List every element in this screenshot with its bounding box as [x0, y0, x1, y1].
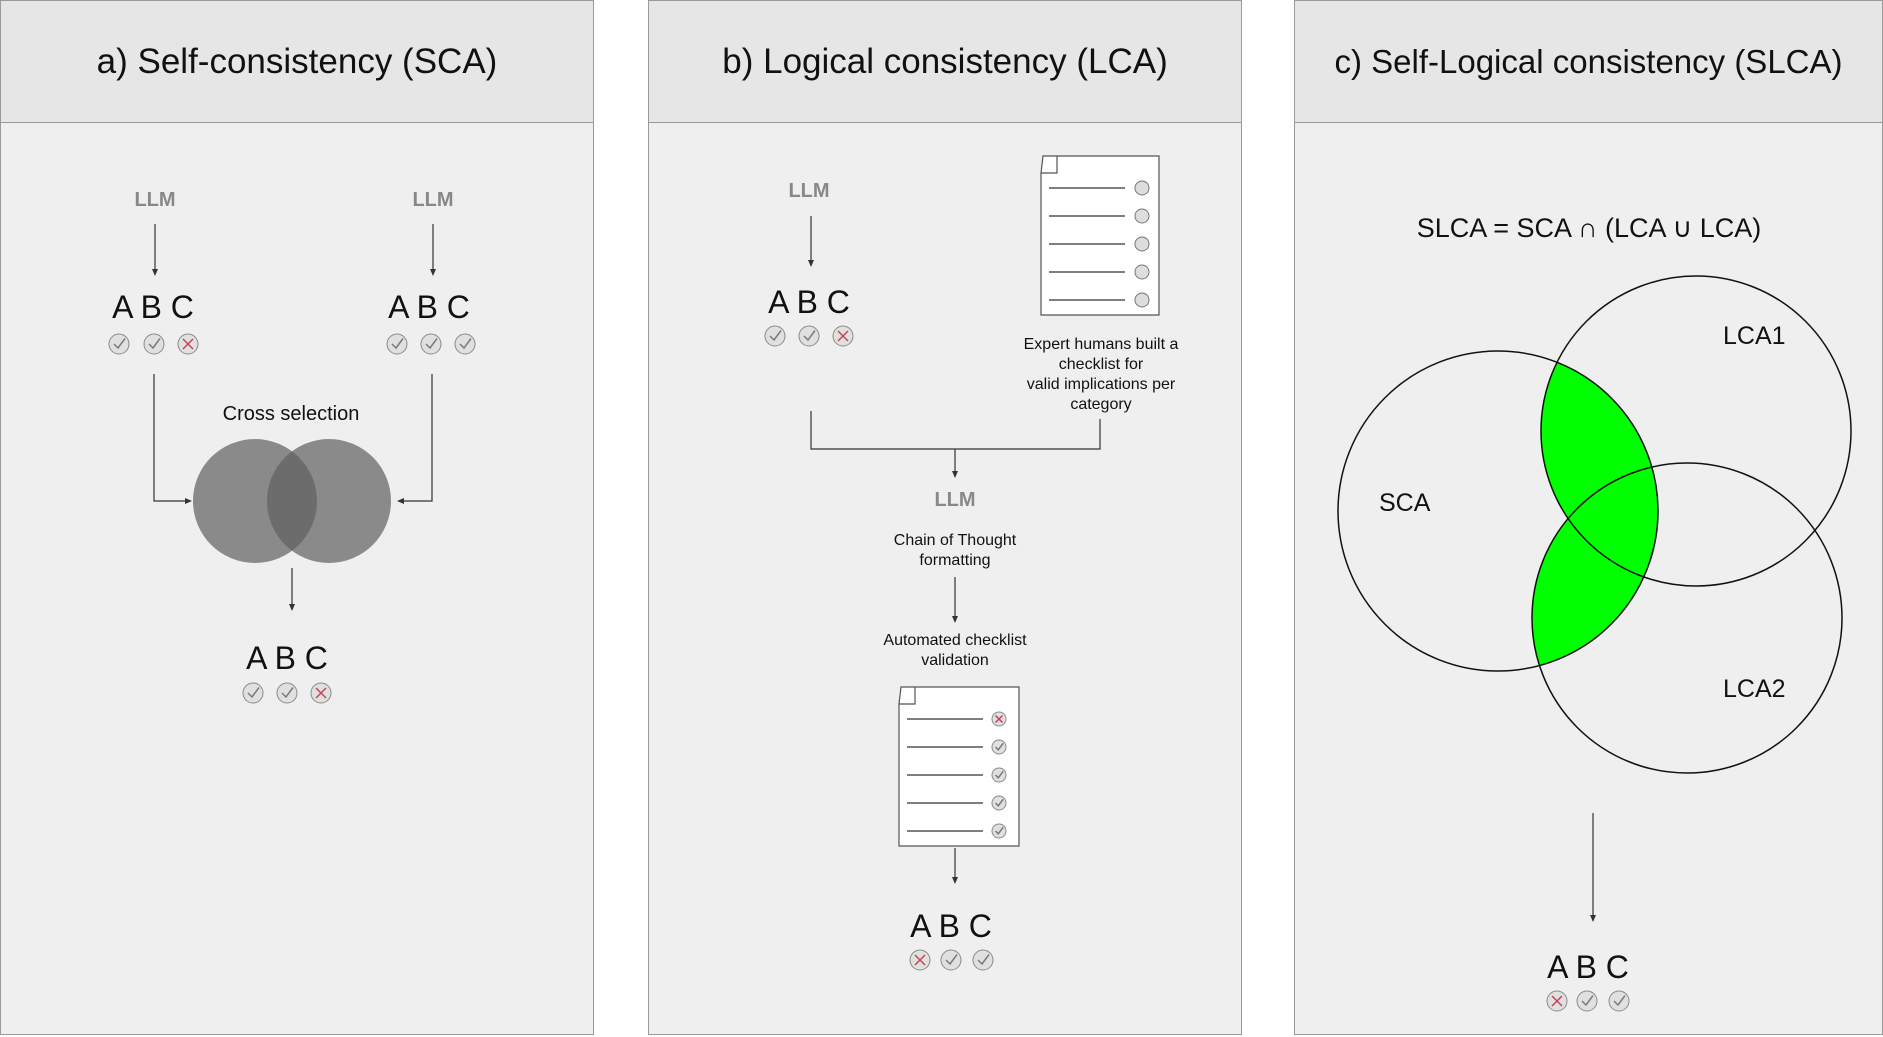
expert-note-line-3: valid implications per: [1027, 376, 1176, 393]
marks-output: [909, 949, 994, 971]
validated-checklist-icon: [898, 686, 1020, 847]
abc-output: A B C: [246, 640, 328, 676]
cot-label-line-2: formatting: [919, 552, 990, 569]
cot-label-line-1: Chain of Thought: [894, 532, 1017, 549]
check-icon: [1608, 990, 1630, 1012]
arrow-left-down: [152, 224, 158, 276]
check-icon: [108, 333, 130, 355]
cross-selection-label: Cross selection: [223, 403, 360, 425]
cross-icon: [909, 949, 931, 971]
marks-right: [386, 333, 476, 355]
abc-output: A B C: [1547, 949, 1629, 985]
panel-self-logical-consistency: c) Self-Logical consistency (SLCA) SLCA …: [1294, 0, 1883, 1035]
expert-checklist-icon: [1040, 155, 1160, 316]
abc-right: A B C: [388, 289, 470, 325]
arrow-right-to-venn: [397, 374, 433, 504]
panel-title: a) Self-consistency (SCA): [1, 1, 593, 123]
check-icon: [242, 682, 264, 704]
auto-label-line-1: Automated checklist: [883, 632, 1027, 649]
lca1-circle: [1540, 275, 1852, 587]
slca-diagram: SLCA = SCA ∩ (LCA ∪ LCA) SCA LCA1 LCA2 A…: [1337, 213, 1852, 1012]
marks-left: [108, 333, 199, 355]
arrow-llm-down: [808, 216, 814, 267]
marks-output: [1546, 990, 1630, 1012]
panel-title: c) Self-Logical consistency (SLCA): [1295, 1, 1882, 123]
sca-circle: [1337, 350, 1659, 672]
lca1-label: LCA1: [1723, 322, 1786, 350]
arrow-cot-down: [952, 577, 958, 623]
check-icon: [991, 767, 1007, 783]
check-icon: [991, 823, 1007, 839]
abc-left: A B C: [112, 289, 194, 325]
check-icon: [798, 325, 820, 347]
check-icon: [991, 739, 1007, 755]
llm-top-label: LLM: [788, 180, 829, 202]
arrow-venn-down: [289, 568, 295, 611]
expert-note-line-2: checklist for: [1059, 356, 1144, 373]
expert-note-line-1: Expert humans built a: [1024, 336, 1179, 353]
llm-left-label: LLM: [134, 189, 175, 211]
panel-logical-consistency: b) Logical consistency (LCA) LLM A B C E…: [648, 0, 1242, 1035]
expert-note-line-4: category: [1070, 396, 1131, 413]
check-icon: [454, 333, 476, 355]
lca2-label: LCA2: [1723, 675, 1786, 703]
check-icon: [1576, 990, 1598, 1012]
cross-icon: [991, 711, 1007, 727]
check-icon: [991, 795, 1007, 811]
sca-diagram: LLM LLM A B C A B C Cross selection: [108, 189, 476, 704]
lca2-circle: [1531, 462, 1843, 774]
marks-output: [242, 682, 332, 704]
checklist-result-marks: [991, 711, 1007, 839]
check-icon: [420, 333, 442, 355]
cross-icon: [177, 333, 199, 355]
sca-label: SCA: [1379, 489, 1431, 517]
auto-label-line-2: validation: [921, 652, 989, 669]
slca-highlight-region: [1532, 351, 1658, 671]
cross-icon: [1546, 990, 1568, 1012]
llm-right-label: LLM: [412, 189, 453, 211]
cross-icon: [832, 325, 854, 347]
check-icon: [972, 949, 994, 971]
lca-diagram: LLM A B C Expert humans built a checklis…: [764, 155, 1179, 971]
abc-output: A B C: [910, 908, 992, 944]
merge-connector: [810, 411, 1101, 478]
arrow-right-down: [430, 224, 436, 276]
check-icon: [143, 333, 165, 355]
llm-mid-label: LLM: [934, 489, 975, 511]
panel-self-consistency: a) Self-consistency (SCA) LLM LLM A B C …: [0, 0, 594, 1035]
arrow-checklist-down: [952, 848, 958, 884]
panel-title: b) Logical consistency (LCA): [649, 1, 1241, 123]
slca-formula: SLCA = SCA ∩ (LCA ∪ LCA): [1417, 213, 1762, 243]
check-icon: [386, 333, 408, 355]
check-icon: [764, 325, 786, 347]
cross-icon: [310, 682, 332, 704]
arrow-left-to-venn: [153, 374, 192, 504]
marks-top: [764, 325, 854, 347]
check-icon: [940, 949, 962, 971]
arrow-venn-down: [1590, 813, 1596, 922]
cross-selection-venn: [193, 439, 391, 563]
abc-top: A B C: [768, 284, 850, 320]
check-icon: [276, 682, 298, 704]
